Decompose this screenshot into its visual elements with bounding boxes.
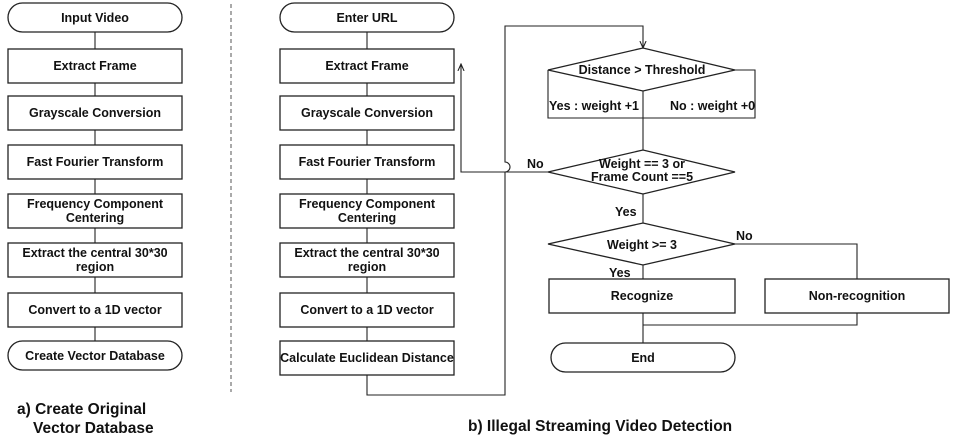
node-b-fft: Fast Fourier Transform	[279, 144, 455, 180]
node-centering: Frequency Component Centering	[7, 193, 183, 229]
decision-threshold: Distance > Threshold	[547, 47, 736, 92]
node-euclidean: Calculate Euclidean Distance	[279, 340, 455, 376]
node-b-centering-label-2: Centering	[338, 211, 396, 225]
node-convert-vector-label: Convert to a 1D vector	[28, 303, 162, 317]
panel-b: Enter URL Extract Frame Grayscale Conver…	[279, 2, 950, 435]
node-end-label: End	[631, 351, 655, 365]
node-b-extract-frame: Extract Frame	[279, 48, 455, 84]
node-b-centering: Frequency Component Centering	[279, 193, 455, 229]
node-extract-region-label-2: region	[76, 260, 114, 274]
node-b-extract-region-label-1: Extract the central 30*30	[294, 246, 439, 260]
node-euclidean-label: Calculate Euclidean Distance	[280, 351, 454, 365]
edge-label-no-loop: No	[527, 157, 544, 171]
node-centering-label-1: Frequency Component	[27, 197, 164, 211]
node-enter-url: Enter URL	[279, 2, 455, 33]
node-recognize-label: Recognize	[611, 289, 674, 303]
decision-weight-count-label-1: Weight == 3 or	[599, 157, 685, 171]
decision-weight-count-label-2: Frame Count ==5	[591, 170, 693, 184]
node-grayscale: Grayscale Conversion	[7, 95, 183, 131]
edge-label-no-nonrec: No	[736, 229, 753, 243]
decision-weight-label: Weight >= 3	[607, 238, 677, 252]
edge-label-no-weight: No : weight +0	[670, 99, 755, 113]
node-create-db-label: Create Vector Database	[25, 349, 165, 363]
node-extract-frame: Extract Frame	[7, 48, 183, 84]
panel-b-connectors	[366, 25, 858, 396]
node-grayscale-label: Grayscale Conversion	[29, 106, 161, 120]
node-extract-region-label-1: Extract the central 30*30	[22, 246, 167, 260]
node-fft-label: Fast Fourier Transform	[27, 155, 164, 169]
node-b-extract-region-label-2: region	[348, 260, 386, 274]
node-fft: Fast Fourier Transform	[7, 144, 183, 180]
node-b-grayscale-label: Grayscale Conversion	[301, 106, 433, 120]
node-b-extract-region: Extract the central 30*30 region	[279, 242, 455, 278]
node-create-db: Create Vector Database	[7, 340, 183, 371]
node-b-grayscale: Grayscale Conversion	[279, 95, 455, 131]
node-non-recognition-label: Non-recognition	[809, 289, 906, 303]
edge-label-yes-recognize: Yes	[609, 266, 631, 280]
node-b-extract-frame-label: Extract Frame	[325, 59, 408, 73]
node-b-convert-vector: Convert to a 1D vector	[279, 292, 455, 328]
node-b-centering-label-1: Frequency Component	[299, 197, 436, 211]
caption-a-line-2: Vector Database	[33, 420, 154, 437]
node-b-convert-vector-label: Convert to a 1D vector	[300, 303, 434, 317]
caption-a-line-1: a) Create Original	[17, 401, 146, 418]
node-end: End	[550, 342, 736, 373]
node-convert-vector: Convert to a 1D vector	[7, 292, 183, 328]
node-b-fft-label: Fast Fourier Transform	[299, 155, 436, 169]
node-input-video: Input Video	[7, 2, 183, 33]
node-enter-url-label: Enter URL	[336, 11, 397, 25]
node-recognize: Recognize	[548, 278, 736, 314]
panel-a: Input Video Extract Frame Grayscale Conv…	[7, 2, 183, 437]
node-non-recognition: Non-recognition	[764, 278, 950, 314]
caption-b: b) Illegal Streaming Video Detection	[468, 418, 732, 435]
node-centering-label-2: Centering	[66, 211, 124, 225]
decision-weight: Weight >= 3	[547, 222, 736, 266]
decision-weight-count: Weight == 3 or Frame Count ==5	[547, 149, 736, 195]
decision-threshold-label: Distance > Threshold	[579, 63, 706, 77]
node-input-video-label: Input Video	[61, 11, 129, 25]
edge-label-yes-weight: Yes : weight +1	[549, 99, 639, 113]
node-extract-region: Extract the central 30*30 region	[7, 242, 183, 278]
edge-label-yes-continue: Yes	[615, 205, 637, 219]
node-extract-frame-label: Extract Frame	[53, 59, 136, 73]
